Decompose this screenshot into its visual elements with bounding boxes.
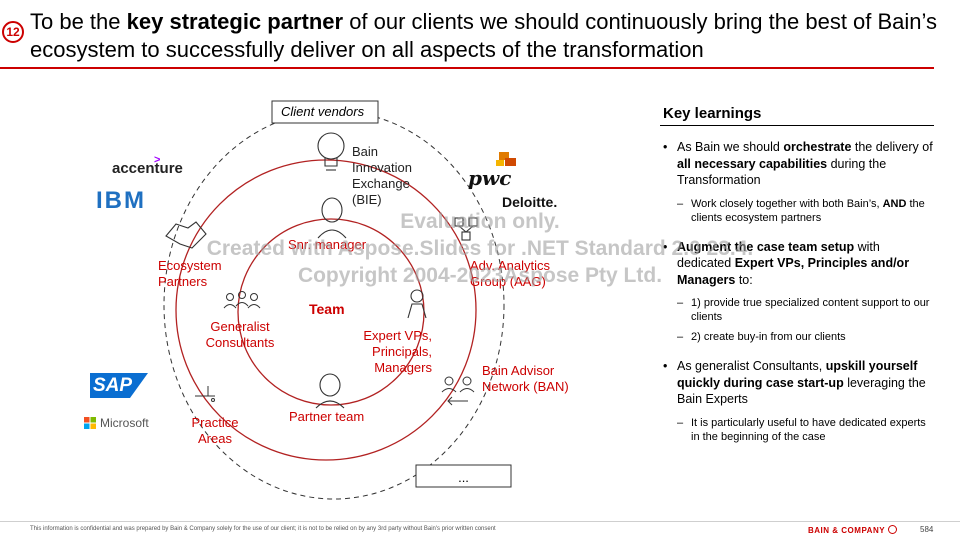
- advisors-icon: [441, 376, 475, 406]
- key-learning-item: Augment the case team setup with dedicat…: [663, 239, 935, 345]
- lightbulb-icon: [317, 132, 345, 171]
- senior-manager-label: Snr. manager: [288, 237, 367, 252]
- sap-logo-shape: [90, 373, 148, 398]
- key-learnings-title: Key learnings: [663, 105, 762, 122]
- key-learning-item: As Bain we should orchestrate the delive…: [663, 139, 935, 225]
- pwc-mark: [496, 152, 516, 166]
- accenture-chevron-icon: >: [154, 154, 161, 166]
- bain-circle-icon: [887, 525, 897, 534]
- partner-icon: [315, 373, 345, 409]
- watermark-line-1: Evaluation only.: [400, 210, 560, 233]
- ecosystem-partners-label: Ecosystem Partners: [158, 258, 222, 289]
- ellipsis-label: ...: [458, 470, 469, 485]
- ban-label: Bain Advisor Network (BAN): [482, 363, 569, 394]
- network-icon: [454, 217, 478, 241]
- team-label: Team: [309, 301, 345, 317]
- ibm-logo-stripes: [96, 194, 154, 212]
- bain-logo: BAIN & COMPANY: [808, 525, 897, 535]
- sap-logo: SAP: [93, 375, 133, 396]
- deloitte-logo: Deloitte.: [502, 194, 558, 210]
- partner-team-label: Partner team: [289, 409, 365, 424]
- slide-title: To be the key strategic partner of our c…: [30, 9, 938, 62]
- key-learning-item: As generalist Consultants, upskill yours…: [663, 358, 935, 444]
- expert-icon: [407, 289, 427, 319]
- accenture-logo: accenture: [112, 160, 183, 177]
- expert-vps-label: Expert VPs, Principals, Managers: [363, 328, 432, 375]
- client-vendors-box: [271, 100, 379, 124]
- title-divider: [0, 67, 934, 69]
- middle-ring: [175, 159, 477, 461]
- client-vendors-label: Client vendors: [281, 104, 365, 119]
- aag-label: Adv. Analytics Group (AAG): [470, 258, 550, 289]
- person-icon: [317, 197, 347, 239]
- ibm-logo: IBM: [96, 187, 146, 214]
- microsoft-logo: Microsoft: [100, 416, 149, 430]
- bie-label: Bain Innovation Exchange (BIE): [352, 144, 412, 207]
- footer-divider: [0, 521, 960, 522]
- slide-number-badge: 12: [2, 21, 24, 43]
- generalist-consultants-label: Generalist Consultants: [205, 319, 275, 350]
- key-learnings-list: As Bain we should orchestrate the delive…: [663, 139, 935, 450]
- pwc-logo: pwc: [468, 166, 512, 190]
- handshake-icon: [165, 221, 207, 249]
- practice-areas-icon: [195, 386, 215, 402]
- page-number: 584: [920, 525, 934, 534]
- watermark-line-2: Created with Aspose.Slides for .NET Stan…: [206, 237, 754, 260]
- ellipsis-box: [415, 464, 512, 488]
- practice-areas-label: Practice Areas: [191, 415, 239, 446]
- confidentiality-note: This information is confidential and was…: [30, 526, 496, 532]
- key-learnings-divider: [660, 125, 934, 126]
- watermark-line-3: Copyright 2004-2023Aspose Pty Ltd.: [297, 264, 663, 287]
- group-icon: [223, 291, 261, 309]
- microsoft-icon: [84, 417, 96, 429]
